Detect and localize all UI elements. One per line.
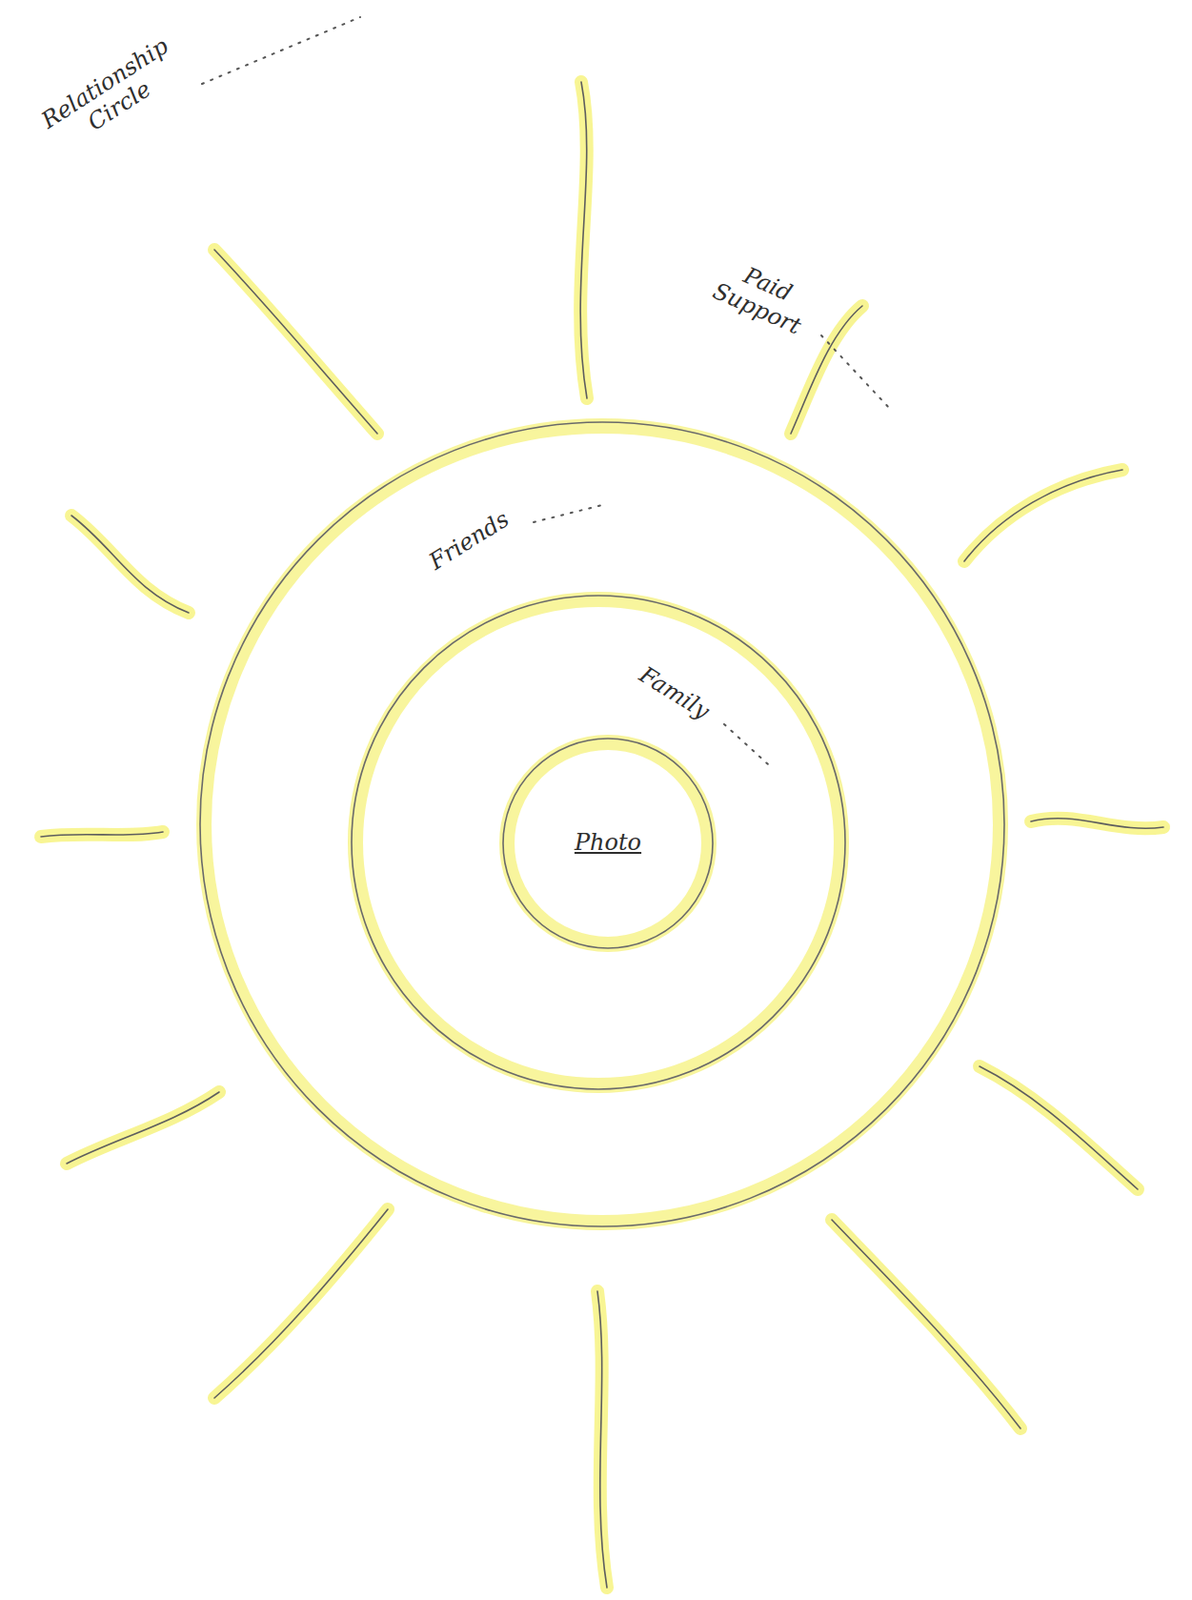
relationship-ring: Photo	[497, 732, 719, 954]
ring-label: Friends	[424, 506, 515, 577]
ring-label: Photo	[574, 829, 642, 857]
ring-line	[503, 738, 713, 949]
ring-glow	[506, 742, 709, 945]
ring-outline	[194, 416, 1011, 1233]
relationship-ring: FamilyPhoto	[345, 589, 851, 1095]
relationship-ring: FriendsFamilyPhoto	[194, 416, 1011, 1233]
ring-glow	[203, 425, 1001, 1223]
ring-line	[351, 595, 846, 1090]
ring-label: Family	[633, 662, 713, 726]
ring-line	[200, 422, 1005, 1227]
diagram-title: Relationship Circle	[30, 29, 196, 162]
ring-glow	[355, 599, 842, 1086]
leader-lines	[202, 17, 891, 765]
ray-label: Paid Support	[699, 249, 826, 344]
